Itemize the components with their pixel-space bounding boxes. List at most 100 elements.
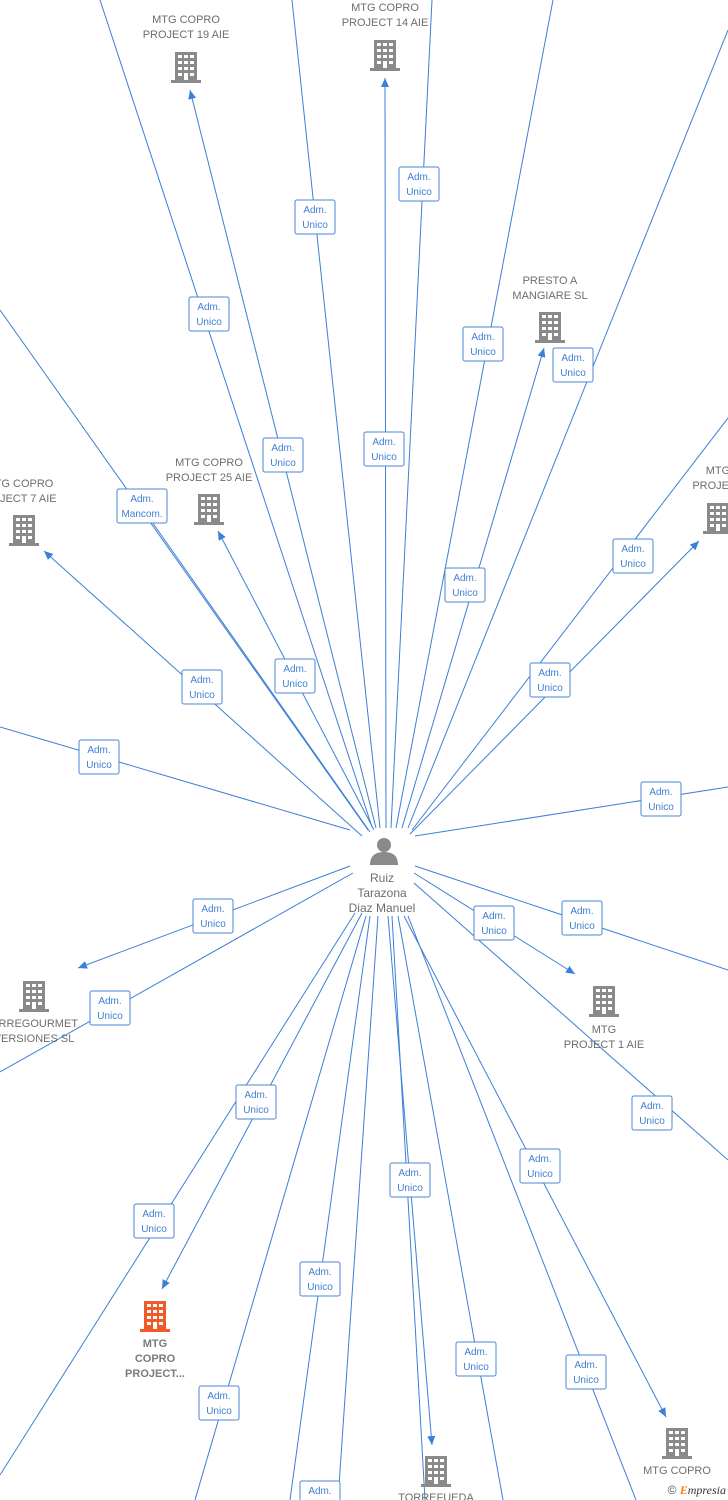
- edge-line: [390, 0, 433, 829]
- edge-role-line-2: Unico: [648, 802, 674, 813]
- edge-role-label[interactable]: Adm.Unico: [363, 431, 405, 467]
- edge-role-label[interactable]: Adm.Unico: [89, 990, 131, 1026]
- edge-role-line-1: Adm.: [207, 1391, 230, 1402]
- company-node-torrefueda[interactable]: TORREFUEDA: [398, 1456, 474, 1500]
- edge-role-line-2: Unico: [470, 347, 496, 358]
- edge-role-label[interactable]: Adm.Unico: [274, 658, 316, 694]
- edge-line: [289, 915, 371, 1500]
- edge-role-label[interactable]: Adm.Unico: [389, 1162, 431, 1198]
- edge-role-label[interactable]: Adm.Unico: [398, 166, 440, 202]
- edge-role-line-1: Adm.: [621, 544, 644, 555]
- company-name-line: PROJECT...: [125, 1368, 185, 1380]
- edge-role-label[interactable]: Adm.Unico: [552, 347, 594, 383]
- edge-role-label[interactable]: Adm.Unico: [192, 898, 234, 934]
- edge-role-line-2: Unico: [189, 690, 215, 701]
- edge-role-label[interactable]: Adm.Unico: [235, 1084, 277, 1120]
- building-icon: [194, 494, 224, 525]
- edge-role-line-2: Unico: [141, 1224, 167, 1235]
- edge-role-label[interactable]: Adm. Unico: [462, 326, 504, 362]
- edge-line: [337, 915, 379, 1500]
- edge-role-line-1: Adm.: [308, 1267, 331, 1278]
- building-icon: [662, 1428, 692, 1459]
- edge-role-label[interactable]: Adm.Unico: [444, 567, 486, 603]
- company-name-line: TG COPRO: [0, 478, 54, 490]
- edge-role-line-1: Adm.: [640, 1101, 663, 1112]
- edge-line: [407, 29, 728, 829]
- company-node-torregourmet[interactable]: ORREGOURMETVERSIONES SL: [0, 981, 78, 1045]
- building-icon: [535, 312, 565, 343]
- edge-role-line-1: Adm.: [190, 675, 213, 686]
- company-name-line: OJECT 7 AIE: [0, 493, 57, 505]
- edge-role-label[interactable]: Adm.Unico: [561, 900, 603, 936]
- edge-role-label[interactable]: Adm.Unico: [262, 437, 304, 473]
- edge-line: [407, 915, 637, 1500]
- edge-role-line-1: Adm.: [244, 1090, 267, 1101]
- edge-role-label[interactable]: Adm.Unico: [299, 1480, 341, 1500]
- edge-role-line-1: Adm.: [283, 664, 306, 675]
- building-icon: [171, 52, 201, 83]
- edge-role-label[interactable]: Adm. Unico: [181, 669, 223, 705]
- company-name-line: VERSIONES SL: [0, 1033, 74, 1045]
- edge-line: [144, 511, 371, 833]
- company-node-mtg1[interactable]: MTG PROJECT 1 AIE: [564, 986, 645, 1051]
- edge-role-line-2: Unico: [573, 1375, 599, 1386]
- edge-role-label[interactable]: Adm.Unico: [455, 1341, 497, 1377]
- edge-role-line-2: Unico: [569, 921, 595, 932]
- edge-role-label[interactable]: Adm. Unico: [78, 739, 120, 775]
- edge-role-line-1: Adm.: [453, 573, 476, 584]
- edge-role-line-1: Adm.: [271, 443, 294, 454]
- company-name-line: PROJECT 19 AIE: [143, 29, 230, 41]
- edge-role-line-2: Mancom.: [121, 509, 162, 520]
- edge-role-label[interactable]: Adm.Unico: [529, 662, 571, 698]
- company-node-mtg_hl[interactable]: MTGCOPROPROJECT...: [125, 1301, 185, 1380]
- footer-watermark: © Empresia: [668, 1483, 726, 1498]
- edge-role-line-1: Adm.: [87, 745, 110, 756]
- building-icon: [140, 1301, 170, 1332]
- company-name-line: MTG COPRO: [351, 2, 419, 14]
- edge-role-line-1: Adm.: [471, 332, 494, 343]
- copyright-symbol: ©: [667, 1483, 677, 1497]
- edge-role-line-2: Unico: [86, 760, 112, 771]
- building-icon: [370, 40, 400, 71]
- edge-role-label[interactable]: Adm. Unico: [640, 781, 682, 817]
- edge-role-label[interactable]: Adm. Unico: [631, 1095, 673, 1131]
- edge-role-line-2: Unico: [527, 1169, 553, 1180]
- center-person[interactable]: Ruiz Tarazona Diaz Manuel: [349, 838, 416, 915]
- company-name-line: PROJECT 25 AIE: [166, 472, 253, 484]
- edge-role-label[interactable]: Adm.Unico: [565, 1354, 607, 1390]
- edge-role-label[interactable]: Adm.Unico: [294, 199, 336, 235]
- edge-role-line-1: Adm.: [482, 911, 505, 922]
- edge-role-label[interactable]: Adm.Unico: [188, 296, 230, 332]
- edge-role-label[interactable]: Adm.Mancom.: [116, 488, 168, 524]
- edge-role-line-1: Adm.: [142, 1209, 165, 1220]
- edge-role-line-2: Unico: [639, 1116, 665, 1127]
- edge-role-line-2: Unico: [206, 1406, 232, 1417]
- edge-role-label[interactable]: Adm.Unico: [519, 1148, 561, 1184]
- edge-role-line-1: Adm.: [561, 353, 584, 364]
- edge-role-line-1: Adm.: [649, 787, 672, 798]
- edge-role-line-2: Unico: [97, 1011, 123, 1022]
- edge-role-label[interactable]: Adm. Unico: [133, 1203, 175, 1239]
- company-name-line: MTG: [143, 1338, 167, 1350]
- company-node-mtg_br[interactable]: MTG COPRO: [643, 1428, 711, 1477]
- building-icon: [9, 515, 39, 546]
- edge-role-line-2: Unico: [406, 187, 432, 198]
- company-node-mtg7[interactable]: TG COPRO OJECT 7 AIE: [0, 478, 57, 546]
- building-icon: [703, 503, 728, 534]
- edge-role-label[interactable]: Adm. Unico: [198, 1385, 240, 1421]
- edge-role-label[interactable]: Adm.Unico: [612, 538, 654, 574]
- edge-role-label[interactable]: Adm.Unico: [473, 905, 515, 941]
- edge-labels-layer: Adm.UnicoAdm.UnicoAdm.UnicoAdm.UnicoAdm.…: [78, 166, 682, 1500]
- company-name-line: MTG: [592, 1024, 616, 1036]
- edge-line: [411, 417, 728, 831]
- edge-role-label[interactable]: Adm.Unico: [299, 1261, 341, 1297]
- company-name-line: PROJECT 1 AIE: [564, 1039, 645, 1051]
- edge-role-line-1: Adm.: [303, 205, 326, 216]
